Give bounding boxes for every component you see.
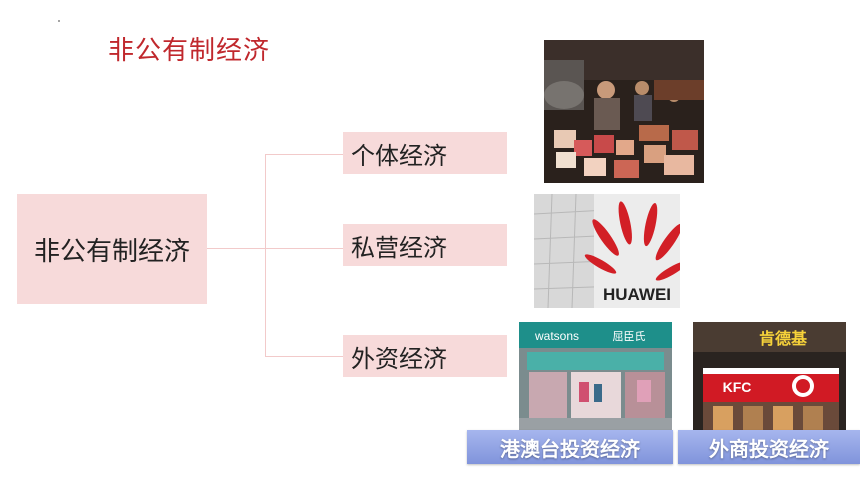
kfc-store-image: 肯德基 KFC xyxy=(693,322,846,430)
street-vendor-photo xyxy=(544,40,704,183)
watsons-sign-text: watsons xyxy=(534,329,579,343)
kfc-logo-text: KFC xyxy=(723,379,752,395)
root-node: 非公有制经济 xyxy=(17,194,207,304)
connector-branch-1 xyxy=(265,154,343,155)
root-node-label: 非公有制经济 xyxy=(33,236,190,267)
connector-root-horizontal xyxy=(207,248,343,249)
branch-label: 个体经济 xyxy=(351,141,447,170)
caption-foreign-investment: 外商投资经济 xyxy=(678,430,860,464)
street-vendor-image xyxy=(544,40,704,183)
watsons-store-image: watsons 屈臣氏 xyxy=(519,322,672,430)
branch-label: 私营经济 xyxy=(351,233,447,262)
kfc-cn-text: 肯德基 xyxy=(759,329,808,348)
watsons-cn-text: 屈臣氏 xyxy=(613,330,646,343)
huawei-building-image: HUAWEI xyxy=(534,194,680,308)
huawei-logo-text: HUAWEI xyxy=(603,285,671,304)
watsons-store-photo: watsons 屈臣氏 xyxy=(519,322,672,430)
kfc-store-photo: 肯德基 KFC xyxy=(693,322,846,430)
huawei-flower-logo xyxy=(584,201,680,281)
caption-label: 港澳台投资经济 xyxy=(500,436,640,461)
branch-individual-economy: 个体经济 xyxy=(343,132,507,174)
connector-branch-3 xyxy=(265,356,343,357)
branch-private-economy: 私营经济 xyxy=(343,224,507,266)
huawei-building-photo: HUAWEI xyxy=(534,194,680,308)
caption-hk-macao-taiwan-investment: 港澳台投资经济 xyxy=(467,430,673,464)
branch-foreign-economy: 外资经济 xyxy=(343,335,507,377)
page-title: 非公有制经济 xyxy=(108,36,271,66)
connector-vertical xyxy=(265,154,266,357)
caption-label: 外商投资经济 xyxy=(709,436,829,461)
branch-label: 外资经济 xyxy=(351,344,447,373)
corner-dot xyxy=(58,20,60,22)
